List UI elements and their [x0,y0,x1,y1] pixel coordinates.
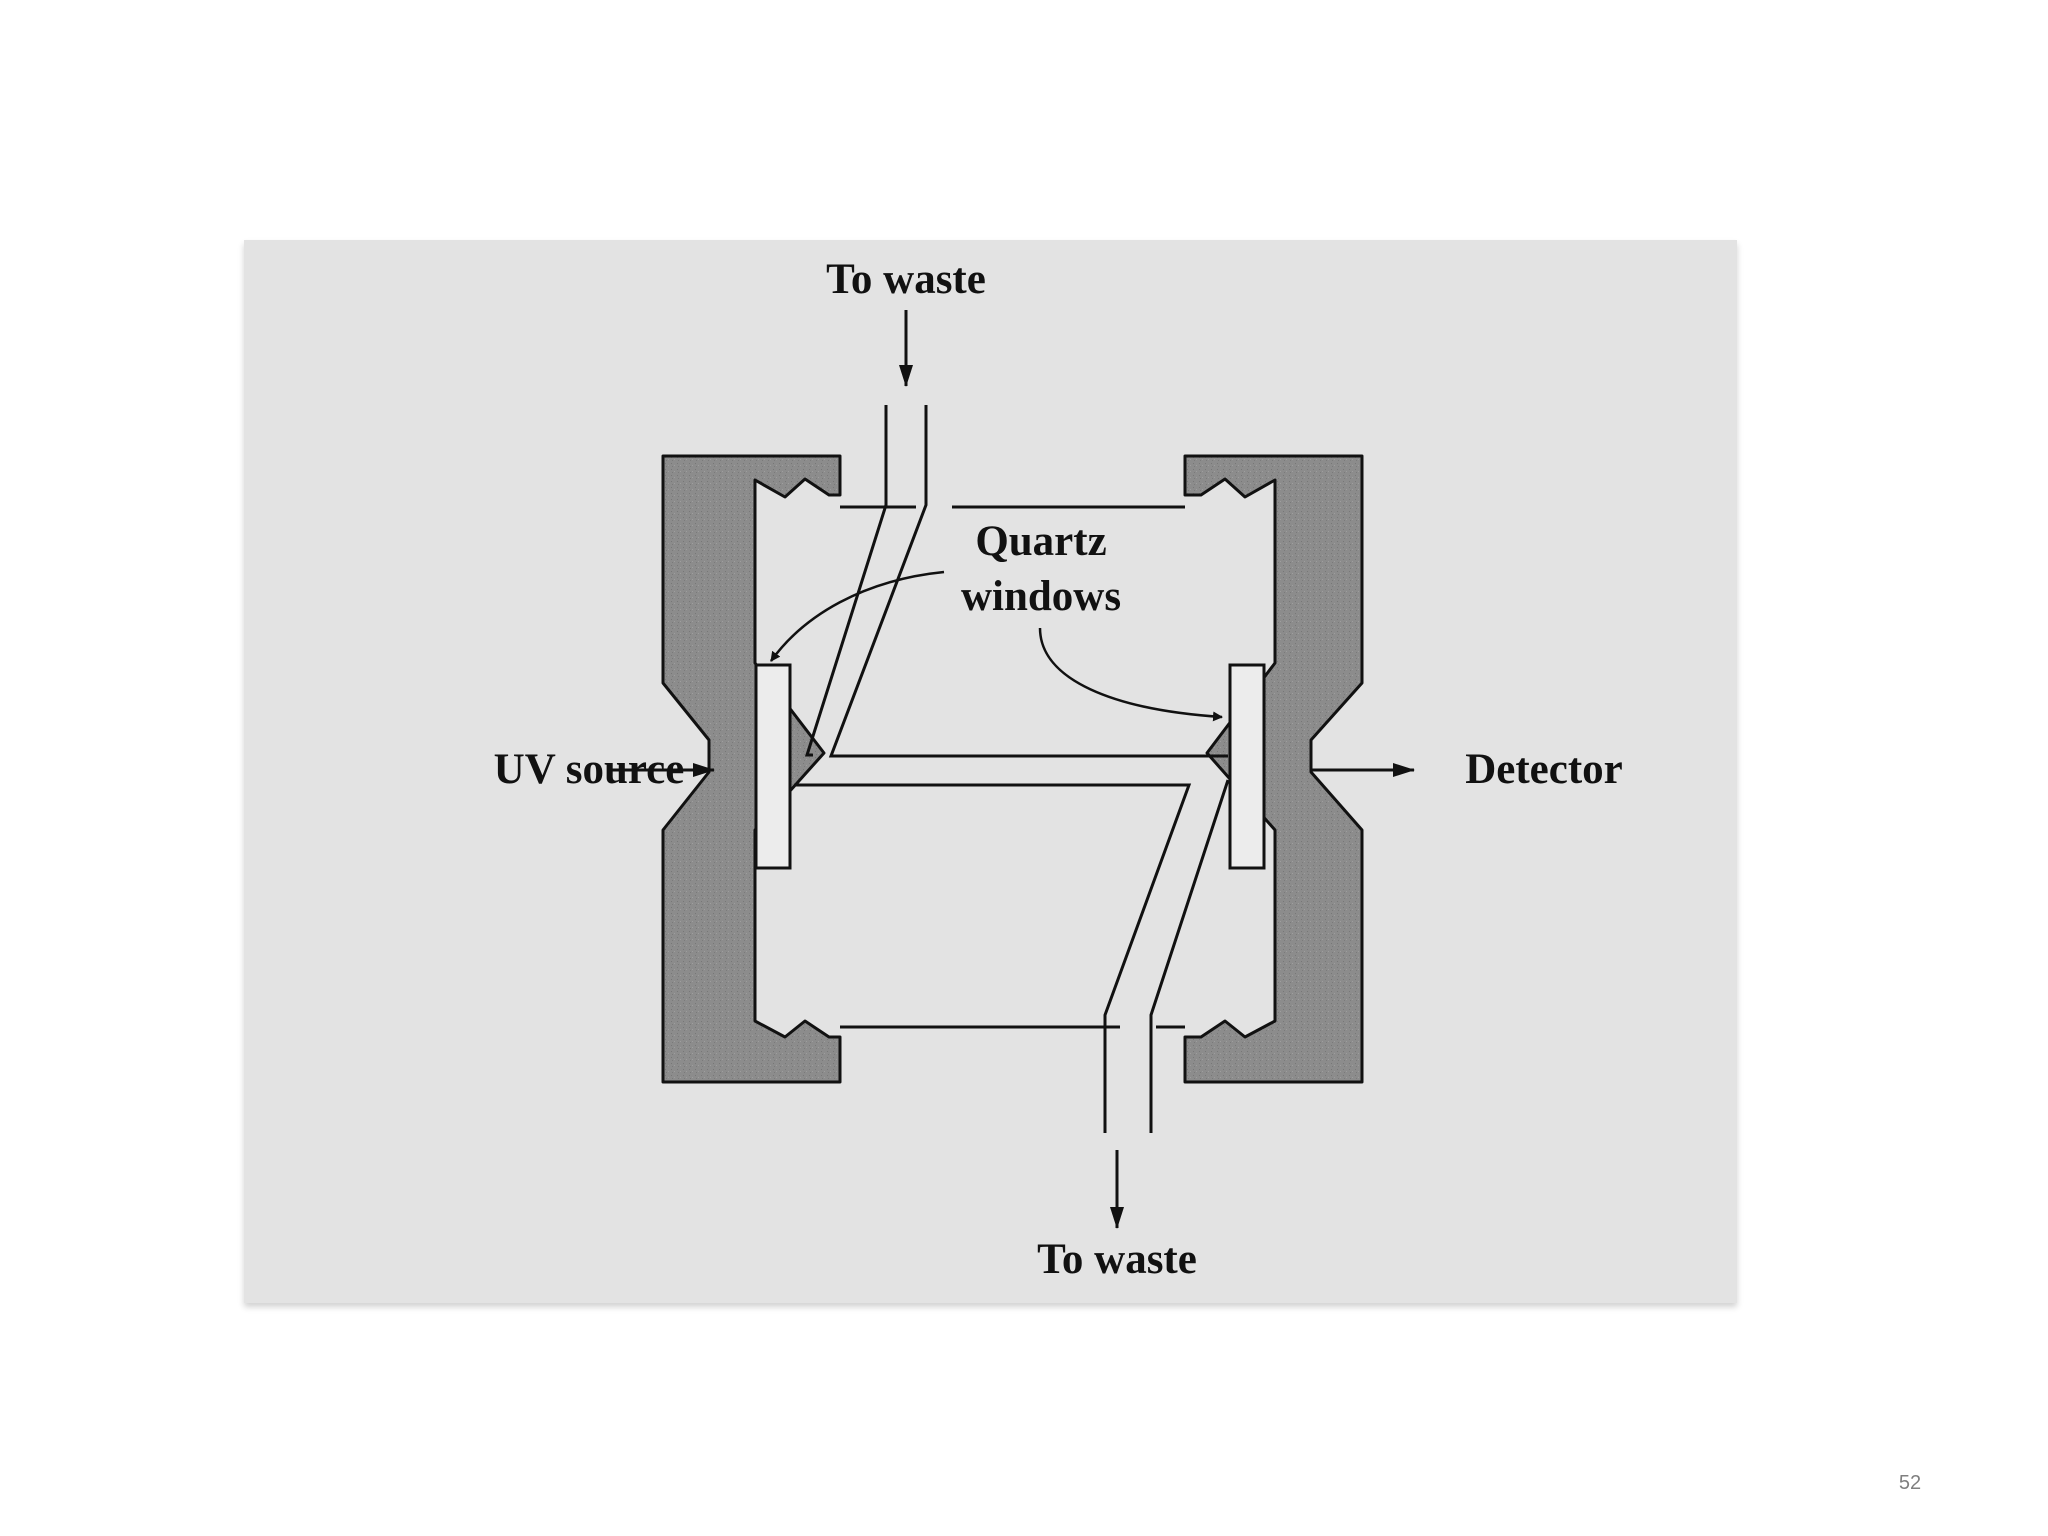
label-detector: Detector [1465,746,1623,793]
flow-channel-wall-b [828,405,1228,758]
quartz-window-left [754,663,792,870]
flow-channel-wall-c [794,783,1192,1133]
label-to-waste-bottom: To waste [1037,1236,1197,1283]
quartz-window-right [1228,663,1266,870]
label-to-waste-top: To waste [826,256,986,303]
pointer-right-window [1038,627,1223,722]
housing-right [1183,454,1364,1084]
label-windows: windows [961,573,1121,620]
page-number: 52 [1898,1472,1922,1494]
label-quartz: Quartz [975,518,1106,565]
pointer-left-window [769,570,945,662]
flow-channel-wall-a [804,405,888,757]
flow-cell-figure: To waste Quartz windows UV source Detect… [244,240,1737,1303]
flow-cell-diagram: To waste Quartz windows UV source Detect… [494,256,1623,1283]
flow-channel-wall-d [1149,779,1230,1133]
housing-left [661,454,842,1084]
